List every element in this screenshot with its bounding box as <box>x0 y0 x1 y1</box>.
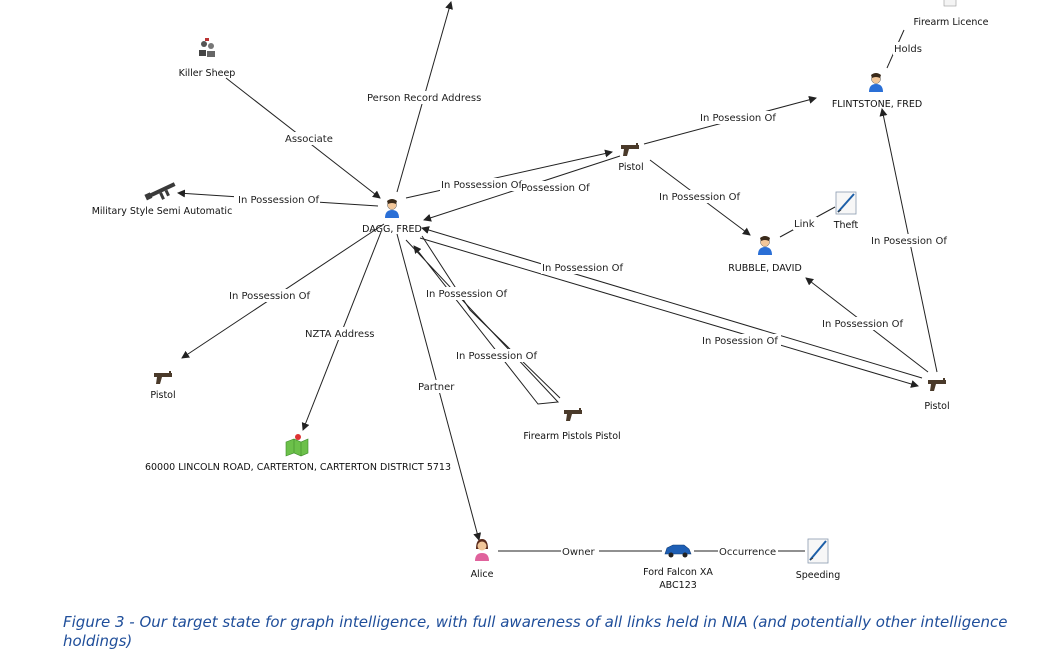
female-person-icon <box>475 539 489 561</box>
node-firearm-licence[interactable]: Firearm Licence <box>914 0 989 28</box>
label-posession-flintstone: In Posession Of <box>700 113 776 124</box>
node-speeding[interactable]: Speeding <box>796 538 840 581</box>
node-label-rubble: RUBBLE, DAVID <box>728 263 802 274</box>
label-possession-long: In Possession Of <box>542 263 624 274</box>
label-partner: Partner <box>418 382 455 393</box>
node-rubble-david[interactable]: RUBBLE, DAVID <box>728 235 802 274</box>
node-ford-falcon[interactable]: Ford Falcon XA ABC123 <box>643 544 713 591</box>
pistol-icon <box>928 378 946 391</box>
node-label-address: 60000 LINCOLN ROAD, CARTERTON, CARTERTON… <box>145 462 451 473</box>
node-pistol-left[interactable]: Pistol <box>150 371 176 401</box>
label-person-record-address: Person Record Address <box>367 93 481 104</box>
node-military-style[interactable]: Military Style Semi Automatic <box>92 181 233 217</box>
note-icon <box>835 191 857 215</box>
node-label-pistol-left: Pistol <box>150 390 175 401</box>
node-pistol-top[interactable]: Pistol <box>618 143 644 173</box>
node-label-military: Military Style Semi Automatic <box>92 206 233 217</box>
label-possession-rubble: In Possession Of <box>659 192 741 203</box>
pistol-icon <box>621 143 639 156</box>
group-icon <box>199 38 215 57</box>
node-label-firearm-pistols: Firearm Pistols Pistol <box>523 431 620 442</box>
label-possession-firearm-a: In Possession Of <box>426 289 508 300</box>
node-label-ford-line1: Ford Falcon XA <box>643 567 713 578</box>
edge-posession-dagg-pistol-right <box>419 237 919 388</box>
label-possession-firearm-b: In Possession Of <box>456 351 538 362</box>
figure-caption: Figure 3 - Our target state for graph in… <box>63 613 1008 650</box>
node-label-ford-line2: ABC123 <box>659 580 697 591</box>
map-icon <box>285 434 309 457</box>
car-icon <box>664 544 692 558</box>
node-label-pistol-right: Pistol <box>924 401 949 412</box>
label-posession-right-up: In Posession Of <box>871 236 947 247</box>
label-holds: Holds <box>894 44 922 55</box>
node-firearm-pistols[interactable]: Firearm Pistols Pistol <box>523 408 621 442</box>
node-flintstone-fred[interactable]: FLINTSTONE, FRED <box>832 72 922 110</box>
node-label-firearm-licence: Firearm Licence <box>914 17 989 28</box>
edge-possession-long <box>421 226 923 379</box>
label-owner: Owner <box>562 547 596 558</box>
note-icon <box>807 538 829 564</box>
label-nzta-address: NZTA Address <box>305 329 375 340</box>
edge-possession-firearm-a <box>405 239 560 405</box>
node-label-flintstone: FLINTSTONE, FRED <box>832 99 922 110</box>
person-icon <box>757 235 773 256</box>
node-label-dagg: DAGG, FRED <box>362 224 422 235</box>
label-possession-military: In Possession Of <box>238 195 320 206</box>
label-possession-pistol-top-a: In Possession Of <box>441 180 523 191</box>
node-theft[interactable]: Theft <box>833 191 859 231</box>
person-icon <box>384 198 400 219</box>
label-possession-pistol-top-b: Possession Of <box>521 183 590 194</box>
label-posession-dagg-pistol-right: In Posession Of <box>702 336 778 347</box>
edge-possession-firearm-b <box>421 235 561 399</box>
pistol-icon <box>564 408 582 421</box>
pistol-icon <box>154 371 172 384</box>
label-possession-rubble-from-pistol: In Possession Of <box>822 319 904 330</box>
node-label-pistol-top: Pistol <box>618 162 643 173</box>
node-label-speeding: Speeding <box>796 570 840 581</box>
document-icon <box>943 0 957 7</box>
node-label-killer-sheep: Killer Sheep <box>179 68 236 79</box>
link-chart: Person Record Address Associate In Posse… <box>92 0 989 591</box>
node-address[interactable]: 60000 LINCOLN ROAD, CARTERTON, CARTERTON… <box>145 434 451 473</box>
node-dagg-fred[interactable]: DAGG, FRED <box>362 198 422 235</box>
node-alice[interactable]: Alice <box>471 539 494 580</box>
label-occurrence: Occurrence <box>719 547 776 558</box>
label-associate: Associate <box>285 134 333 145</box>
node-label-theft: Theft <box>833 220 859 231</box>
node-label-alice: Alice <box>471 569 494 580</box>
node-killer-sheep[interactable]: Killer Sheep <box>179 38 236 79</box>
label-possession-pistol-left: In Possession Of <box>229 291 311 302</box>
label-link: Link <box>794 219 815 230</box>
person-icon <box>868 72 884 93</box>
node-pistol-right[interactable]: Pistol <box>924 378 950 412</box>
rifle-icon <box>144 182 176 201</box>
